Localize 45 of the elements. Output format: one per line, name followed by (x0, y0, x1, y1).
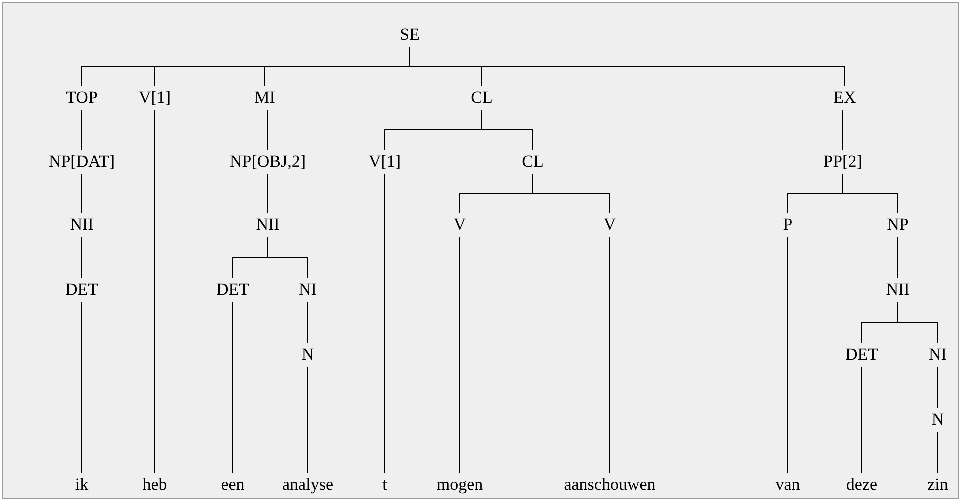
word-label: een (221, 475, 245, 495)
category-label: NII (886, 280, 910, 300)
category-label: N (932, 410, 944, 430)
category-label: P (783, 215, 793, 235)
category-label: DET (845, 345, 879, 365)
category-label: NP[OBJ,2] (230, 152, 306, 172)
word-label: mogen (436, 475, 484, 495)
tree-branch-line (154, 110, 156, 474)
category-label: CL (522, 152, 544, 172)
tree-branch-line (384, 174, 386, 474)
category-label: NI (929, 345, 947, 365)
category-label: V[1] (368, 152, 402, 172)
tree-branch-line (842, 174, 898, 214)
word-label: aanschouwen (564, 475, 656, 495)
category-label: V (454, 215, 466, 235)
category-label: CL (471, 88, 493, 108)
word-label: zin (928, 475, 948, 495)
word-label: t (382, 475, 388, 495)
tree-branch-line (842, 110, 844, 150)
tree-branch-line (532, 174, 610, 214)
tree-branch-line (898, 302, 938, 344)
tree-branch-line (232, 302, 234, 474)
category-label: EX (834, 88, 856, 108)
category-label: DET (65, 280, 99, 300)
category-label: V (604, 215, 616, 235)
word-label: analyse (282, 475, 334, 495)
word-label: ik (75, 475, 89, 495)
word-label: van (776, 475, 800, 495)
category-label: NP (887, 215, 909, 235)
category-label: MI (254, 88, 276, 108)
tree-branch-line (268, 236, 308, 278)
category-label: NI (299, 280, 317, 300)
category-label: SE (400, 25, 420, 45)
category-label: N (302, 345, 314, 365)
word-label: deze (846, 475, 878, 495)
tree-branch-line (482, 110, 534, 150)
category-label: NII (70, 215, 94, 235)
category-label: DET (216, 280, 250, 300)
tree-branch-line (410, 46, 846, 86)
category-label: TOP (66, 88, 98, 108)
category-label: V[1] (138, 88, 172, 108)
category-label: NII (256, 215, 280, 235)
word-label: heb (142, 475, 168, 495)
category-label: NP[DAT] (48, 152, 116, 172)
category-label: PP[2] (824, 152, 862, 172)
